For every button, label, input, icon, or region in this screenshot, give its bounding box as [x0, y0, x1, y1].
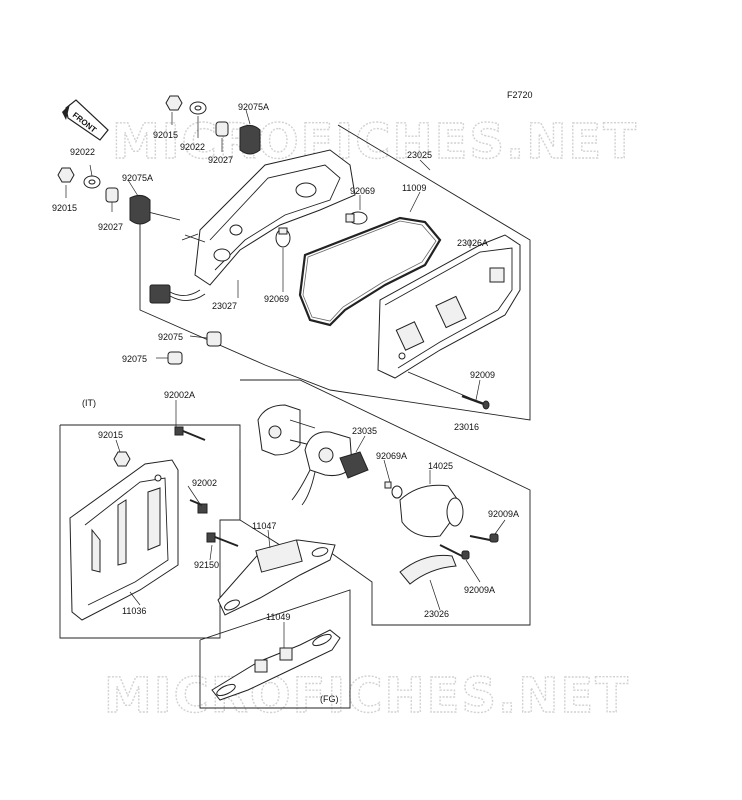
part-label: 92150: [194, 560, 219, 570]
grommet-icon: [129, 124, 261, 225]
part-label: 23026: [424, 609, 449, 619]
screw-icon: [461, 394, 490, 410]
bolt-icon: [189, 499, 239, 547]
part-label: 92069: [264, 294, 289, 304]
part-label: 14025: [428, 461, 453, 471]
part-label: 92027: [98, 222, 123, 232]
part-label: 92022: [180, 142, 205, 152]
part-label: 92075A: [238, 102, 269, 112]
tail-light-housing: [149, 149, 356, 304]
part-label: 92009A: [464, 585, 495, 595]
top-group-outline: [139, 124, 531, 421]
part-label: 92075: [122, 354, 147, 364]
lens-cover: [377, 234, 521, 379]
watermark-top: MICROFICHES.NET: [112, 114, 638, 170]
part-label: 23025: [407, 150, 432, 160]
part-label: 92027: [208, 155, 233, 165]
part-label: 23026A: [457, 238, 488, 248]
part-label: 92069: [350, 186, 375, 196]
part-label: 11049: [266, 612, 290, 622]
part-label: 92069A: [376, 451, 407, 461]
socket: [291, 431, 369, 506]
part-label: 92075A: [122, 173, 153, 183]
fg-group-outline: [199, 589, 351, 709]
watermark-bottom: MICROFICHES.NET: [104, 668, 630, 724]
part-label: 92015: [153, 130, 178, 140]
bolt-icon: [174, 426, 206, 441]
region-label-it: (IT): [82, 398, 96, 408]
it-group-outline: [59, 424, 241, 639]
screw-icon: [439, 533, 499, 560]
part-label: 11009: [402, 183, 426, 193]
part-label: 92009A: [488, 509, 519, 519]
part-label: 92002A: [164, 390, 195, 400]
part-label: 92015: [52, 203, 77, 213]
gasket: [298, 216, 442, 327]
cover: [399, 554, 457, 585]
part-label: 92015: [98, 430, 123, 440]
collar-icon: [105, 121, 229, 203]
license-light-lens: [399, 484, 464, 538]
part-label: 92022: [70, 147, 95, 157]
license-light-body: [257, 404, 316, 456]
part-label: 11036: [122, 606, 146, 616]
fg-bracket: [211, 629, 341, 701]
license-plate-bracket: [69, 459, 179, 621]
lower-group-outline: [239, 379, 531, 626]
bulb-icon: [275, 211, 368, 248]
part-label: 23016: [454, 422, 479, 432]
figure-code: F2720: [507, 90, 533, 100]
hex-nut-icon: [57, 95, 183, 467]
part-label: 23027: [212, 301, 237, 311]
small-bulb-icon: [384, 481, 403, 499]
part-label: 92075: [158, 332, 183, 342]
part-label: 11047: [252, 521, 276, 531]
part-label: 92002: [192, 478, 217, 488]
part-label: 92009: [470, 370, 495, 380]
front-arrow-icon: FRONT: [62, 99, 109, 141]
part-label: 23035: [352, 426, 377, 436]
damper-icon: [167, 331, 222, 365]
region-label-fg: (FG): [320, 694, 339, 704]
mounting-bracket: [217, 539, 336, 616]
